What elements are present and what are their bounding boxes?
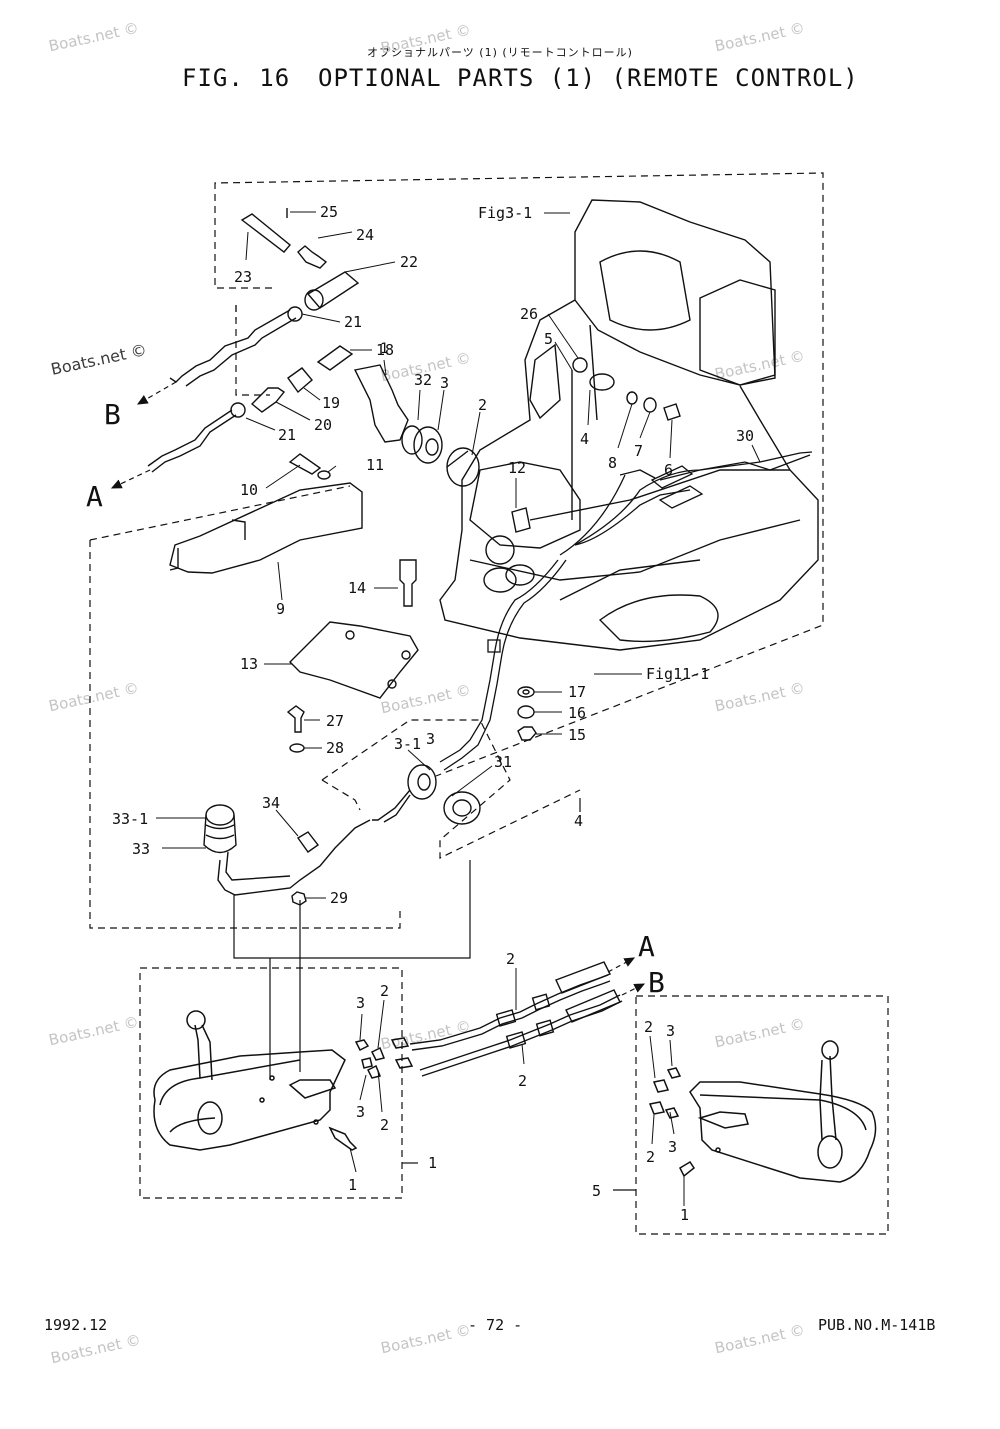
arrow-label-a2: A bbox=[638, 930, 655, 963]
callout-3: 3 bbox=[440, 374, 449, 392]
callout-13: 13 bbox=[240, 655, 258, 673]
arrow-label-b2: B bbox=[648, 966, 665, 999]
callout-1: 1 bbox=[380, 341, 388, 357]
callout-labels: 25 24 23 22 21 18 1 32 3 2 19 20 21 10 1… bbox=[112, 203, 754, 1224]
callout-fig3-1: Fig3-1 bbox=[478, 204, 532, 222]
callout-left-3b: 3 bbox=[356, 1103, 365, 1121]
callout-15: 15 bbox=[568, 726, 586, 744]
callout-fig11-1: Fig11-1 bbox=[646, 665, 709, 683]
group-outlines bbox=[89, 172, 889, 1235]
callout-28: 28 bbox=[326, 739, 344, 757]
callout-16: 16 bbox=[568, 704, 586, 722]
callout-20: 20 bbox=[314, 416, 332, 434]
engine-silhouette bbox=[439, 199, 819, 651]
callout-31: 31 bbox=[494, 753, 512, 771]
callout-4a: 4 bbox=[580, 430, 589, 448]
arrow-label-a: A bbox=[86, 480, 103, 513]
callout-29: 29 bbox=[330, 889, 348, 907]
callout-23: 23 bbox=[234, 268, 252, 286]
callout-2: 2 bbox=[478, 396, 487, 414]
callout-right-2b: 2 bbox=[646, 1148, 655, 1166]
callout-left-3a: 3 bbox=[356, 994, 365, 1012]
callout-6: 6 bbox=[664, 461, 673, 479]
main-cables bbox=[409, 961, 623, 1077]
callout-right-3a: 3 bbox=[666, 1022, 675, 1040]
callout-4b: 4 bbox=[574, 812, 583, 830]
callout-7: 7 bbox=[634, 442, 643, 460]
callout-8: 8 bbox=[608, 454, 617, 472]
callout-left-2a: 2 bbox=[380, 982, 389, 1000]
callout-21a: 21 bbox=[344, 313, 362, 331]
callout-32: 32 bbox=[414, 371, 432, 389]
arrow-letters: B A A B bbox=[86, 398, 665, 999]
callout-left-1b: 1 bbox=[428, 1154, 437, 1172]
group-lines bbox=[233, 798, 636, 1191]
callout-17: 17 bbox=[568, 683, 586, 701]
callout-10: 10 bbox=[240, 481, 258, 499]
callout-5: 5 bbox=[544, 330, 553, 348]
callout-cable-2b: 2 bbox=[518, 1072, 527, 1090]
japanese-title: オプショナルパーツ (1) (リモートコントロール) bbox=[367, 46, 633, 59]
callout-14: 14 bbox=[348, 579, 366, 597]
footer-publication-number: PUB.NO.M-141B bbox=[818, 1316, 936, 1334]
callout-11: 11 bbox=[366, 456, 384, 474]
callout-24: 24 bbox=[356, 226, 374, 244]
cable-end-parts bbox=[147, 208, 681, 699]
callout-33: 33 bbox=[132, 840, 150, 858]
nuts-washers bbox=[517, 686, 537, 741]
switch-assembly bbox=[203, 764, 481, 896]
footer-date: 1992.12 bbox=[44, 1316, 108, 1334]
remote-control-left bbox=[153, 1010, 414, 1151]
callout-right-2a: 2 bbox=[644, 1018, 653, 1036]
callout-30: 30 bbox=[736, 427, 754, 445]
callout-3-1: 3-1 bbox=[394, 735, 421, 753]
figure-title: OPTIONAL PARTS (1) (REMOTE CONTROL) bbox=[318, 64, 859, 92]
callout-22: 22 bbox=[400, 253, 418, 271]
remote-control-right bbox=[648, 1040, 877, 1183]
callout-left-2b: 2 bbox=[380, 1116, 389, 1134]
callout-9: 9 bbox=[276, 600, 285, 618]
figure-number: FIG. 16 bbox=[182, 64, 291, 92]
callout-25: 25 bbox=[320, 203, 338, 221]
callout-3b: 3 bbox=[426, 730, 435, 748]
wire-harness bbox=[439, 454, 811, 771]
callout-12: 12 bbox=[508, 459, 526, 477]
callout-27: 27 bbox=[326, 712, 344, 730]
leader-lines bbox=[156, 211, 761, 1206]
callout-right-3b: 3 bbox=[668, 1138, 677, 1156]
footer-page-number: - 72 - bbox=[468, 1316, 523, 1334]
screws-washers bbox=[286, 705, 307, 906]
callout-right-5: 5 bbox=[592, 1182, 601, 1200]
callout-cable-2a: 2 bbox=[506, 950, 515, 968]
arrow-label-b: B bbox=[104, 398, 121, 431]
callout-19: 19 bbox=[322, 394, 340, 412]
direction-arrows bbox=[110, 381, 646, 996]
callout-33-1: 33-1 bbox=[112, 810, 148, 828]
callout-21b: 21 bbox=[278, 426, 296, 444]
callout-left-1a: 1 bbox=[348, 1176, 357, 1194]
callout-34: 34 bbox=[262, 794, 280, 812]
callout-26: 26 bbox=[520, 305, 538, 323]
callout-right-1: 1 bbox=[680, 1206, 689, 1224]
callout-18: 18 bbox=[376, 341, 394, 359]
